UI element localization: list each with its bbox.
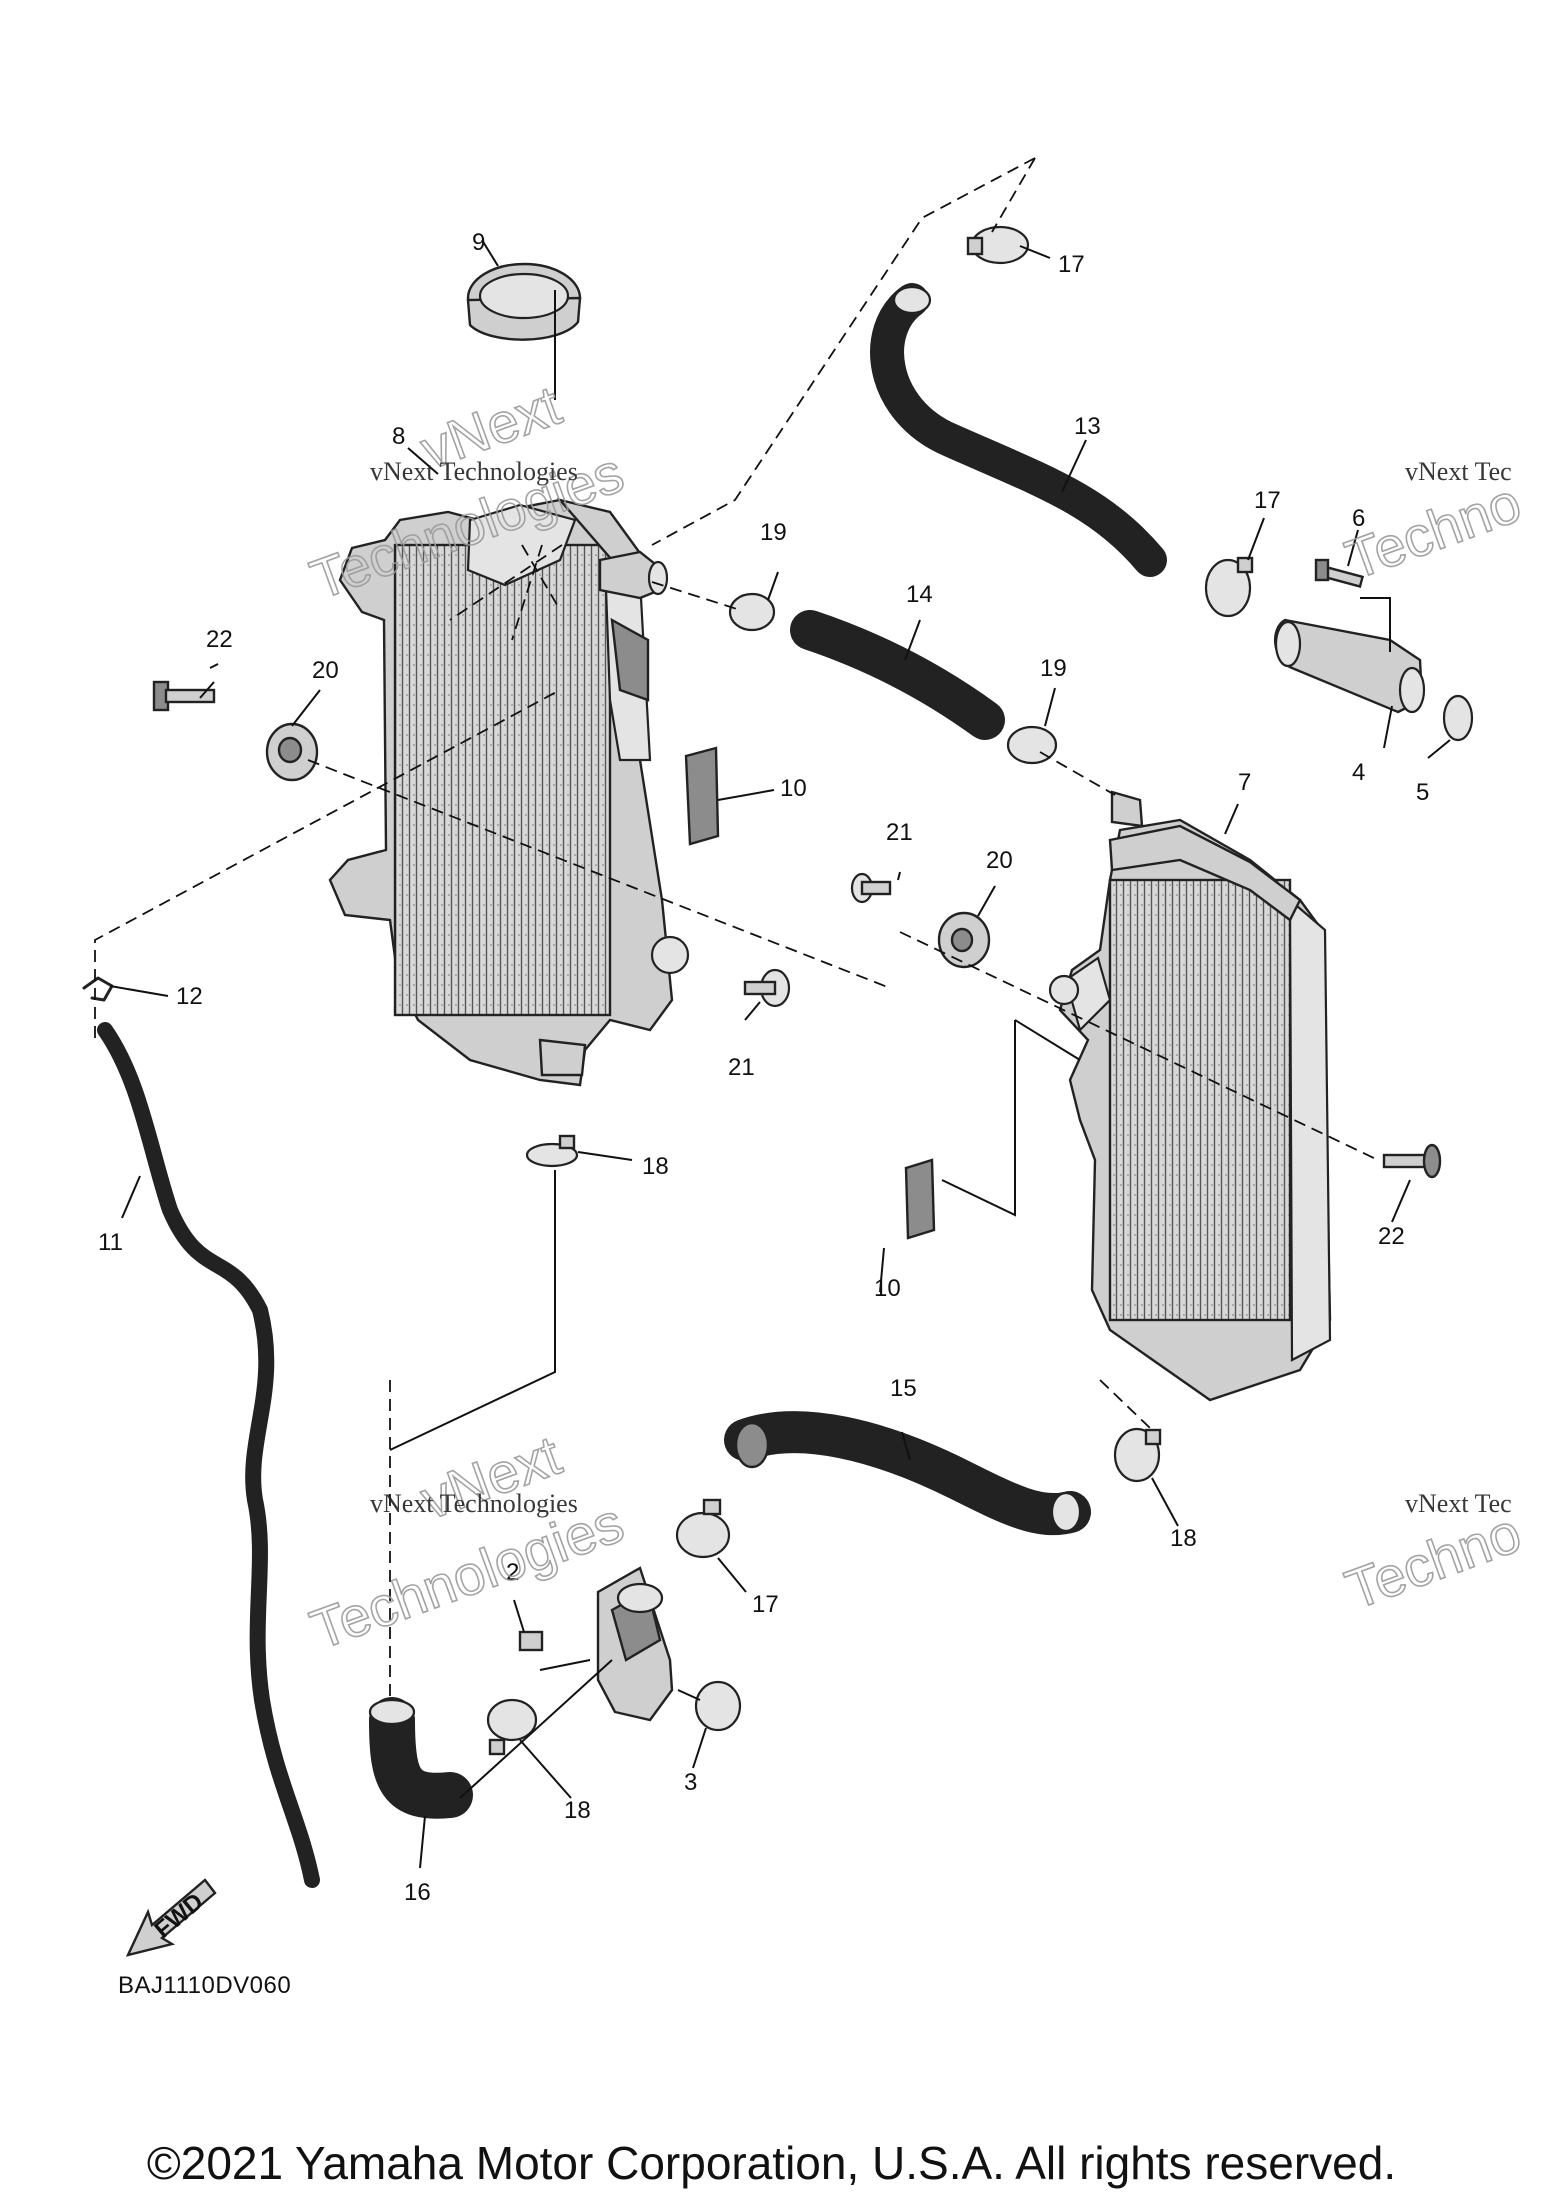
callout-18-bottom: 18 <box>564 1797 591 1824</box>
callout-17-bottom: 17 <box>752 1591 779 1618</box>
callout-20-left: 20 <box>312 657 339 684</box>
callout-3: 3 <box>684 1769 697 1796</box>
hose-clamp-18-bottom <box>486 1698 538 1756</box>
watermark-top-right: vNext Tec Techno <box>1337 457 1530 592</box>
hose-clamp-19-upper <box>728 592 776 632</box>
callout-2: 2 <box>506 1559 519 1586</box>
callout-19-upper: 19 <box>760 519 787 546</box>
hose-clamp-17-top <box>966 225 1030 265</box>
callout-18-right: 18 <box>1170 1525 1197 1552</box>
joint-pipe-4 <box>1273 618 1426 714</box>
hose-clamp-17-bottom <box>675 1498 731 1559</box>
collar-21-right <box>850 872 892 904</box>
hose-clamp-18-right <box>1113 1427 1162 1483</box>
callout-leaders <box>109 239 1451 1869</box>
right-radiator <box>1048 790 1332 1402</box>
watermark-partial-word-2: Techno <box>1338 1500 1529 1621</box>
watermark-partial-word-1: Techno <box>1338 470 1529 591</box>
hose-16 <box>368 1697 473 1819</box>
callout-17-mid: 17 <box>1254 487 1281 514</box>
callout-19-lower: 19 <box>1040 655 1067 682</box>
hose-15 <box>724 1411 1091 1536</box>
watermark-partial-2: vNext Tec <box>1405 1489 1512 1518</box>
damper-10-left <box>684 746 720 846</box>
callout-4: 4 <box>1352 759 1365 786</box>
callout-15: 15 <box>890 1375 917 1402</box>
callout-18-top: 18 <box>642 1153 669 1180</box>
callout-labels: 9 8 22 20 12 11 21 18 19 14 10 17 13 17 … <box>98 229 1429 1906</box>
callout-21-left: 21 <box>728 1054 755 1081</box>
damper-10-right <box>904 1158 936 1240</box>
forward-direction-arrow: FWD <box>125 1878 217 1957</box>
callout-16: 16 <box>404 1879 431 1906</box>
hose-clip-12 <box>82 976 114 1002</box>
callout-7: 7 <box>1238 769 1251 796</box>
watermark-bottom-left: vNext Technologies vNext Technologies <box>302 1422 632 1662</box>
rubber-damper-20-left <box>265 722 319 782</box>
callout-10-right: 10 <box>874 1275 901 1302</box>
hose-clamp-18-top <box>525 1134 579 1168</box>
callout-17-top: 17 <box>1058 251 1085 278</box>
callout-11: 11 <box>98 1229 123 1256</box>
rubber-damper-20-right <box>937 911 991 969</box>
o-ring-3 <box>694 1680 742 1732</box>
callout-6: 6 <box>1352 505 1365 532</box>
callout-22-right: 22 <box>1378 1223 1405 1250</box>
bolt-22-right <box>1382 1143 1442 1179</box>
hose-13 <box>870 283 1167 577</box>
o-ring-5 <box>1442 694 1474 742</box>
overflow-hose-11 <box>97 1022 320 1888</box>
callout-8: 8 <box>392 423 405 450</box>
callout-22-left: 22 <box>206 626 233 653</box>
copyright-notice: ©2021 Yamaha Motor Corporation, U.S.A. A… <box>146 2137 1397 2189</box>
radiator-filler-neck <box>598 550 669 600</box>
watermark-line-2: vNext Technologies <box>370 1489 578 1518</box>
assembly-guide-lines <box>94 157 1391 1799</box>
diagram-reference-code: BAJ1110DV060 <box>118 1972 292 1999</box>
hose-14 <box>790 610 1005 740</box>
watermark-partial-1: vNext Tec <box>1405 457 1512 486</box>
callout-20-right: 20 <box>986 847 1013 874</box>
bolt-2 <box>518 1630 544 1652</box>
callout-5: 5 <box>1416 779 1429 806</box>
watermark-bottom-right: vNext Tec Techno <box>1337 1489 1530 1622</box>
hose-clamp-17-mid <box>1204 556 1254 618</box>
bolt-6 <box>1314 558 1365 588</box>
callout-9: 9 <box>472 229 485 256</box>
bolt-22-left <box>152 680 216 712</box>
callout-14: 14 <box>906 581 933 608</box>
radiator-cap <box>466 262 582 341</box>
water-pump-fitting <box>596 1566 674 1722</box>
left-radiator <box>328 497 690 1087</box>
callout-10-left: 10 <box>780 775 807 802</box>
watermark-line: vNext Technologies <box>370 457 578 486</box>
callout-12: 12 <box>176 983 203 1010</box>
callout-13: 13 <box>1074 413 1101 440</box>
callout-21-right: 21 <box>886 819 913 846</box>
collar-21-left <box>743 968 791 1008</box>
